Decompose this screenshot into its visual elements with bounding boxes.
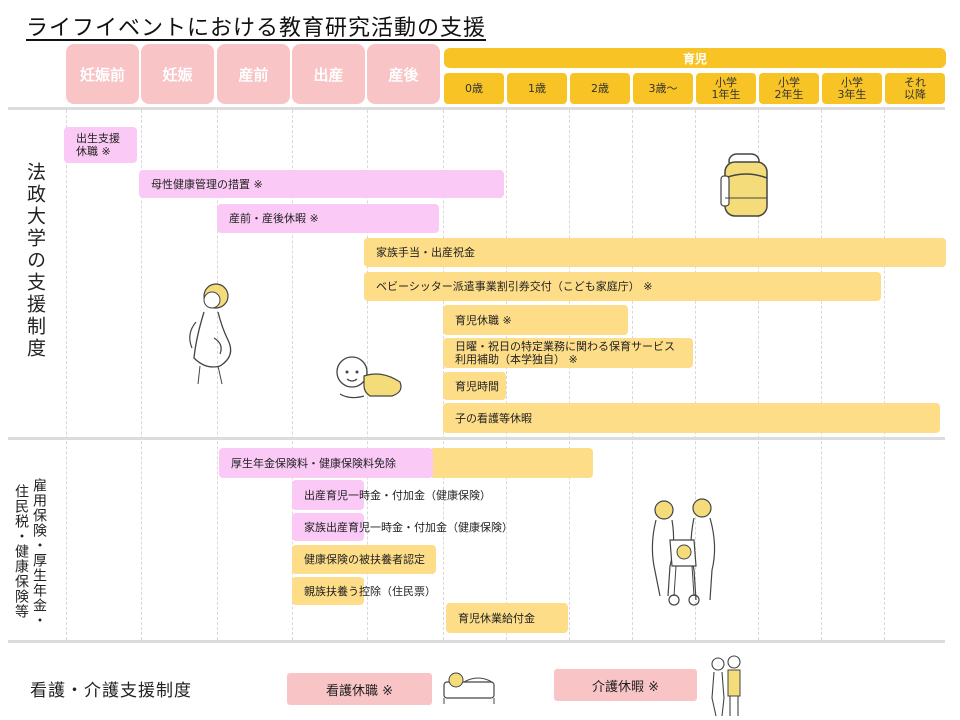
program-birth-support-leave: 出生支援 休職 ※ (64, 127, 137, 163)
grid-line (632, 110, 633, 640)
program-nursing-leave: 看護休職 ※ (287, 673, 432, 705)
program-babysitter-voucher: ベビーシッター派遣事業割引券交付（こども家庭庁） ※ (364, 272, 881, 301)
stage-header-pregnancy: 妊娠 (141, 44, 214, 104)
program-childcare-hours: 育児時間 (443, 372, 506, 400)
stage-header-birth: 出産 (292, 44, 365, 104)
school-backpack-icon (720, 153, 768, 217)
program-birth-lump-sum: 出産育児一時金・付加金（健康保険） (292, 480, 491, 510)
program-childcare-leave: 育児休職 ※ (443, 305, 628, 335)
grid-line (569, 110, 570, 640)
section-label-insurance-2: 住民税・健康保険等 (13, 484, 29, 619)
family-stroller-icon (651, 498, 716, 606)
elderly-care-icon (711, 655, 741, 717)
program-maternal-health: 母性健康管理の措置 ※ (139, 170, 504, 198)
age-header-3plus: 3歳〜 (633, 73, 693, 104)
stage-header-pre-pregnancy: 妊娠前 (66, 44, 139, 104)
age-header-grade2: 小学 2年生 (759, 73, 819, 104)
age-header-2: 2歳 (570, 73, 630, 104)
program-family-allowance: 家族手当・出産祝金 (364, 238, 946, 267)
crawling-baby-icon (336, 356, 402, 399)
grid-line (758, 110, 759, 640)
section-label-care: 看護・介護支援制度 (30, 681, 192, 701)
section-label-insurance-1: 雇用保険・厚生年金・ (31, 478, 47, 628)
grid-line (821, 110, 822, 640)
grid-line (695, 110, 696, 640)
grid-line (66, 110, 67, 640)
grid-line (884, 110, 885, 640)
program-maternity-leave: 産前・産後休暇 ※ (217, 204, 439, 233)
grid-line (506, 110, 507, 640)
section-divider (8, 107, 945, 110)
ikuji-header: 育児 (444, 48, 946, 68)
section-divider (8, 437, 945, 440)
program-insurance-exemption-extension (430, 448, 593, 478)
age-header-0: 0歳 (444, 73, 504, 104)
pregnant-woman-icon (189, 283, 232, 385)
program-child-nursing-leave: 子の看護等休暇 (443, 403, 940, 433)
program-dependent-certification: 健康保険の被扶養者認定 (292, 545, 436, 574)
age-header-1: 1歳 (507, 73, 567, 104)
program-care-leave: 介護休暇 ※ (554, 669, 697, 701)
stage-header-prenatal: 産前 (217, 44, 290, 104)
age-header-later: それ 以降 (885, 73, 945, 104)
program-insurance-exemption: 厚生年金保険料・健康保険料免除 (219, 448, 433, 478)
stage-header-postnatal: 産後 (367, 44, 440, 104)
sick-person-in-bed-icon (443, 672, 495, 704)
grid-line (141, 110, 142, 640)
grid-line (217, 110, 218, 640)
program-dependent-deduction: 親族扶養う控除（住民票） (292, 577, 436, 605)
program-childcare-benefit: 育児休業給付金 (446, 603, 568, 633)
program-holiday-childcare-subsidy: 日曜・祝日の特定業務に関わる保育サービス 利用補助（本学独自） ※ (443, 338, 693, 368)
section-label-university: 法政大学の支援制度 (24, 162, 46, 360)
page-title: ライフイベントにおける教育研究活動の支援 (26, 16, 487, 41)
program-family-birth-lump-sum: 家族出産育児一時金・付加金（健康保険） (292, 513, 513, 541)
grid-line (292, 110, 293, 640)
age-header-grade1: 小学 1年生 (696, 73, 756, 104)
age-header-grade3: 小学 3年生 (822, 73, 882, 104)
section-divider (8, 640, 945, 643)
